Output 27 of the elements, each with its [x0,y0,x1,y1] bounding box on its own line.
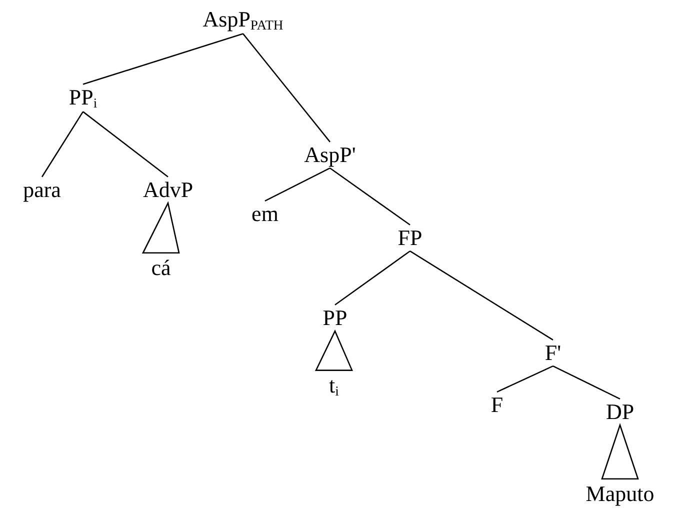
tree-label: Maputo [584,482,656,506]
tree-branch [41,111,84,178]
tree-label: DP [604,400,636,424]
tree-label: PP [322,306,348,330]
triangle-branch [314,330,353,371]
tree-label: AdvP [142,178,194,202]
tree-branch [264,168,330,202]
tree-branch [330,168,410,226]
tree-label: PP$_{i}$ [68,85,98,111]
tree-branch [242,33,330,142]
tree-branch [82,111,168,178]
tree-label: AspP$_{PATH}$ [202,7,284,33]
tree-label: para [22,178,62,202]
tree-branch [496,366,554,392]
triangle-branch [142,201,180,254]
tree-label: FP [396,226,424,250]
tree-branch [82,33,244,85]
tree-label: cá [150,256,172,280]
triangle-branch [601,423,639,480]
tree-label: em [250,202,280,226]
tree-label: F' [544,340,562,366]
tree-branch [410,250,554,340]
tree-label: AspP' [303,142,357,168]
tree-branch [552,366,620,400]
tree-label: t$_{i}$ [328,373,340,399]
tree-label: F [490,392,504,418]
tree-branch [334,250,410,306]
